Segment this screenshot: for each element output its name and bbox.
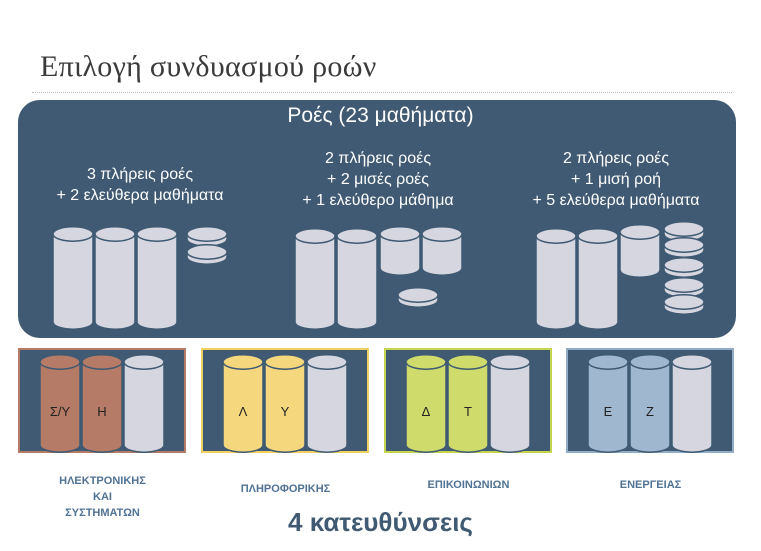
- direction-free-cylinder: [123, 354, 165, 453]
- direction-label-4: ΕΝΕΡΓΕΙΑΣ: [619, 479, 682, 491]
- full-stream-cylinder: [577, 228, 619, 330]
- free-course-disc: [397, 287, 439, 308]
- free-course-disc: [186, 244, 228, 265]
- option-1-text: 3 πλήρεις ροές + 2 ελεύθερα μαθήματα: [56, 166, 224, 204]
- direction-letter: Ε: [604, 404, 613, 419]
- directions-count: 4 κατευθύνσεις: [288, 507, 473, 537]
- direction-label-2: ΠΛΗΡΟΦΟΡΙΚΗΣ: [240, 483, 331, 495]
- direction-stream-cylinder: [81, 354, 123, 453]
- direction-cylinders: Σ/Υ Η Λ Υ Δ Τ Ε Ζ: [39, 354, 713, 453]
- option-2-cylinders: [294, 226, 463, 330]
- direction-stream-cylinder: [447, 354, 489, 453]
- direction-stream-cylinder: [629, 354, 671, 453]
- full-stream-cylinder: [535, 228, 577, 330]
- direction-free-cylinder: [671, 354, 713, 453]
- streams-panel-title: Ροές (23 μαθήματα): [287, 104, 474, 127]
- direction-stream-cylinder: [587, 354, 629, 453]
- full-stream-cylinder: [136, 226, 178, 330]
- free-course-disc: [186, 226, 228, 247]
- half-stream-cylinder: [619, 224, 661, 278]
- direction-letter: Ζ: [646, 404, 654, 419]
- direction-stream-cylinder: [39, 354, 81, 453]
- direction-free-cylinder: [489, 354, 531, 453]
- direction-stream-cylinder: [222, 354, 264, 453]
- direction-stream-cylinder: [405, 354, 447, 453]
- direction-stream-cylinder: [264, 354, 306, 453]
- option-1-cylinders: [52, 226, 228, 330]
- full-stream-cylinder: [94, 226, 136, 330]
- direction-label-1: ΗΛΕΚΤΡΟΝΙΚΗΣ ΚΑΙ ΣΥΣΤΗΜΑΤΩΝ: [59, 475, 146, 519]
- option-3-cylinders: [535, 221, 705, 330]
- option-2-text: 2 πλήρεις ροές + 2 μισές ροές + 1 ελεύθε…: [302, 150, 454, 209]
- title-divider: [32, 92, 732, 93]
- direction-letter: Σ/Υ: [50, 404, 71, 419]
- option-3-text: 2 πλήρεις ροές + 1 μισή ροή + 5 ελεύθερα…: [532, 150, 700, 209]
- half-stream-cylinder: [379, 226, 421, 276]
- direction-letter: Τ: [464, 404, 472, 419]
- free-course-disc: [663, 294, 705, 315]
- free-course-disc: [663, 237, 705, 258]
- direction-free-cylinder: [306, 354, 348, 453]
- full-stream-cylinder: [52, 226, 94, 330]
- free-course-disc: [663, 257, 705, 278]
- direction-letter: Υ: [281, 404, 290, 419]
- page-title: Επιλογή συνδυασμού ροών: [40, 50, 377, 83]
- direction-label-3: ΕΠΙΚΟΙΝΩΝΙΩΝ: [427, 479, 510, 491]
- full-stream-cylinder: [294, 228, 336, 330]
- half-stream-cylinder: [421, 226, 463, 276]
- direction-letter: Η: [97, 404, 106, 419]
- full-stream-cylinder: [336, 228, 378, 330]
- direction-letter: Δ: [422, 404, 431, 419]
- direction-letter: Λ: [239, 404, 248, 419]
